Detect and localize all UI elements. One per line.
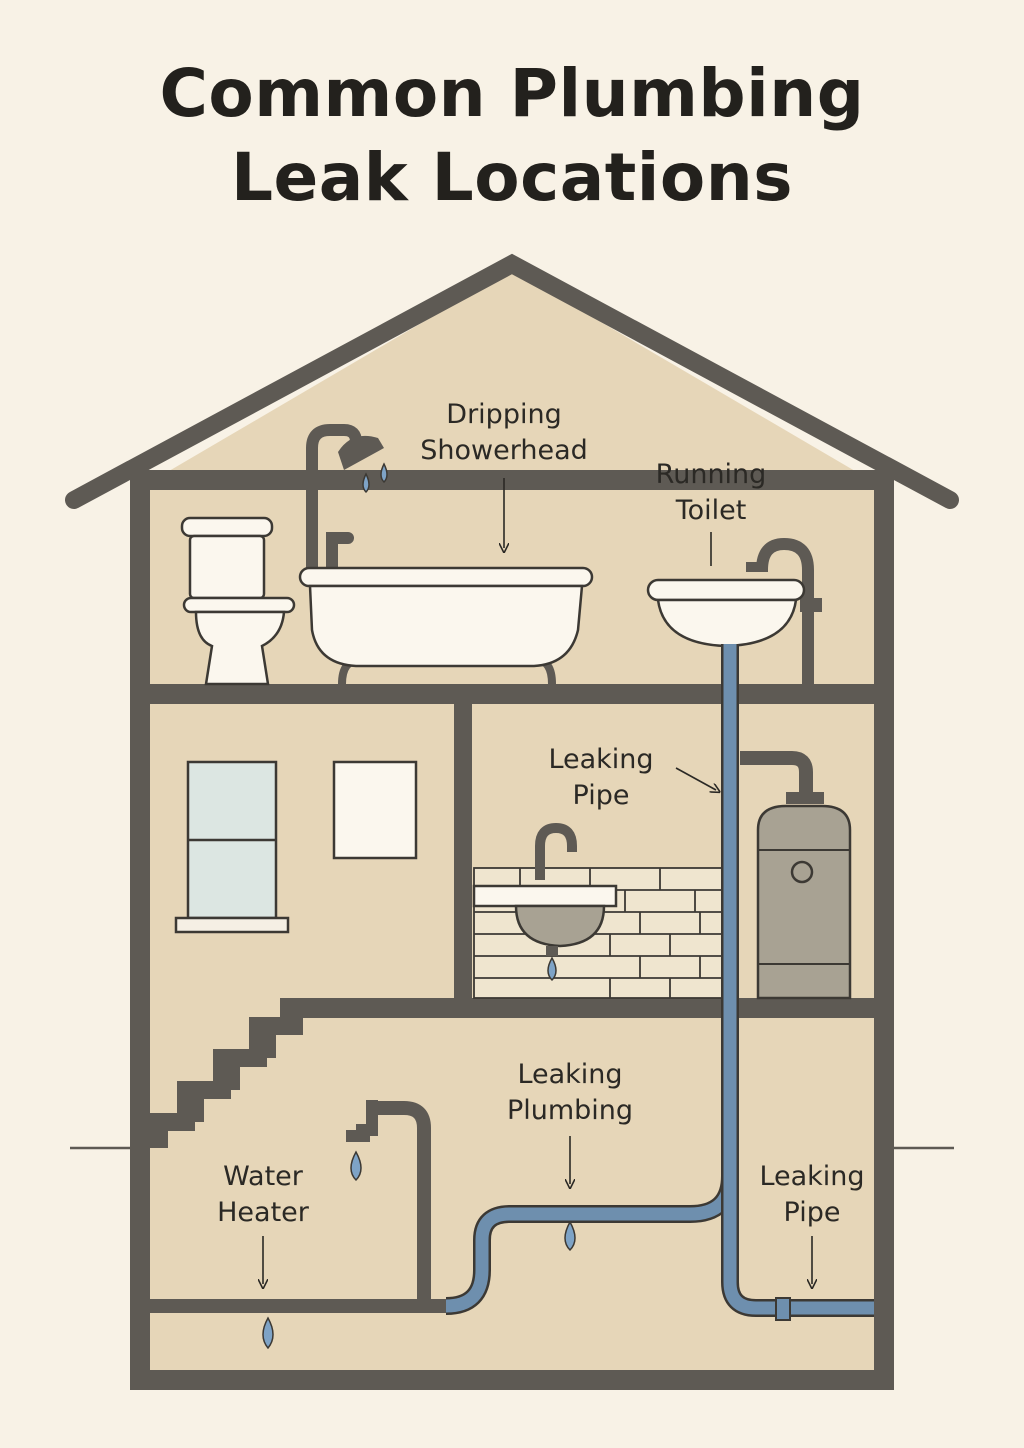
basement-faucet [346,1100,431,1300]
label-leaking-pipe-basement: Leaking Pipe [759,1161,865,1284]
kitchen-sink [472,822,618,982]
label-line: Leaking [759,1161,864,1192]
label-water-heater: Water Heater [217,1161,310,1284]
page-title: Common Plumbing Leak Locations [0,52,1024,220]
water-drop-icon [380,462,388,484]
label-leaking-pipe-middle: Leaking Pipe [548,744,716,811]
bathroom-sink [646,537,822,684]
label-line: Running [656,459,767,490]
water-drop-icon [547,956,557,982]
label-line: Dripping [446,399,561,430]
label-line: Water [223,1161,304,1192]
water-drop-icon [362,472,370,494]
label-line: Pipe [784,1197,841,1228]
label-line: Plumbing [507,1095,633,1126]
water-drop-icon [262,1316,274,1350]
label-line: Leaking [548,744,653,775]
shower-pipe [306,424,362,586]
label-line: Showerhead [420,435,588,466]
water-heater-tank [740,751,852,1000]
middle-floor [280,998,884,1018]
title-line-2: Leak Locations [230,139,794,216]
label-line: Heater [217,1197,310,1228]
label-line: Pipe [573,780,630,811]
upper-floor [140,684,884,704]
label-leaking-plumbing: Leaking Plumbing [507,1059,633,1184]
label-running-toilet: Running Toilet [656,459,767,566]
title-line-1: Common Plumbing [159,55,865,132]
interior-wall [454,704,472,998]
showerhead-icon [338,435,384,470]
bathtub [298,566,594,685]
label-line: Toilet [675,495,747,526]
label-dripping-showerhead: Dripping Showerhead [420,399,588,548]
blue-supply-pipe [445,644,874,1317]
outer-wall [130,470,894,1390]
water-drop-icon [564,1220,576,1252]
window [174,760,290,934]
picture-frame [332,760,418,860]
label-line: Leaking [517,1059,622,1090]
roof [65,253,959,509]
pipe-coupling [775,1297,791,1321]
water-drop-icon [350,1150,362,1182]
toilet [180,516,296,686]
